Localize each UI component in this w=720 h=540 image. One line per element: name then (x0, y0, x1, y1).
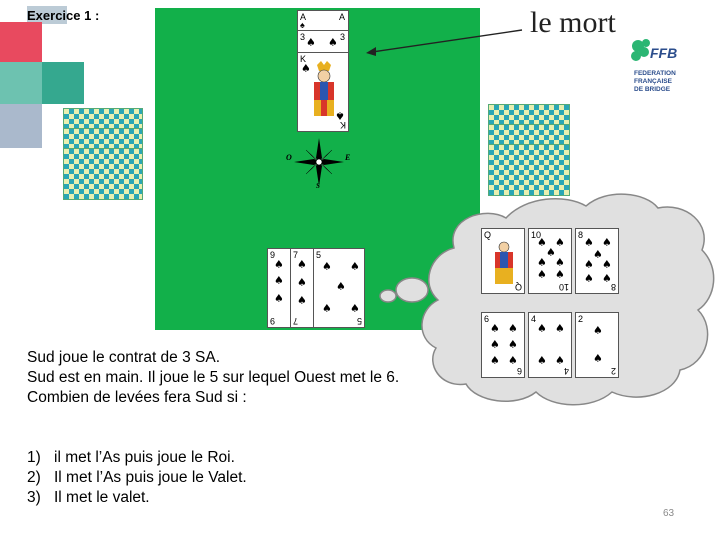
cloud-card-four: 4 ♠ ♠ ♠ ♠ 4 (528, 312, 572, 378)
card-back (63, 148, 143, 200)
spade-icon: ♠ (322, 261, 332, 272)
spade-icon: ♠ (508, 355, 518, 366)
ffb-logo-text: FEDERATION FRANÇAISE DE BRIDGE (634, 70, 676, 94)
spade-icon: ♠ (555, 257, 565, 268)
spade-icon: ♠ (306, 37, 316, 48)
compass-east: E (345, 153, 350, 162)
spade-icon: ♠ (555, 355, 565, 366)
spade-icon: ♠ (537, 323, 547, 334)
card-rank: 3 (300, 33, 305, 42)
cloud-card-queen: Q Q (481, 228, 525, 294)
spade-icon: ♠ (490, 323, 500, 334)
statement-line: Sud est en main. Il joue le 5 sur lequel… (27, 368, 399, 388)
card-rank-bottom: Q (515, 282, 522, 291)
spade-icon: ♠ (508, 323, 518, 334)
spade-icon: ♠ (322, 303, 332, 314)
card-rank: 8 (578, 231, 583, 240)
card-rank-bottom: K (340, 120, 346, 129)
cloud-card-ten: 10 ♠ ♠ ♠ ♠ ♠ ♠ ♠ 10 (528, 228, 572, 294)
spade-icon: ♠ (336, 281, 346, 292)
card-rank-bottom: 7 (293, 316, 298, 325)
card-rank: 2 (578, 315, 583, 324)
card-rank-bottom: 2 (611, 366, 616, 375)
statement-line: Combien de levées fera Sud si : (27, 388, 399, 408)
spade-icon: ♠ (602, 237, 612, 248)
dummy-arrow-icon (360, 20, 540, 60)
spade-icon: ♠ (274, 275, 284, 286)
spade-icon: ♠ (593, 353, 603, 364)
spade-icon: ♠ (537, 355, 547, 366)
card-rank-bottom: 8 (611, 282, 616, 291)
card-rank-right: A (339, 13, 345, 22)
svg-text:FFB: FFB (650, 45, 677, 61)
spade-icon: ♠ (350, 261, 360, 272)
spade-icon: ♠ (537, 269, 547, 280)
compass-south: S (316, 182, 320, 190)
question-item: 3)Il met le valet. (27, 488, 247, 508)
cloud-card-six: 6 ♠ ♠ ♠ ♠ ♠ ♠ 6 (481, 312, 525, 378)
card-rank-bottom: 10 (559, 282, 569, 291)
spade-icon: ♠ (555, 323, 565, 334)
card-rank: 4 (531, 315, 536, 324)
spade-icon: ♠ (274, 259, 284, 270)
spade-icon: ♠ (584, 259, 594, 270)
spade-icon: ♠ (508, 339, 518, 350)
ffb-text-line: FRANÇAISE (634, 78, 676, 86)
page-number: 63 (663, 508, 674, 519)
cloud-card-eight: 8 ♠ ♠ ♠ ♠ ♠ ♠ ♠ 8 (575, 228, 619, 294)
question-number: 3) (27, 488, 54, 508)
spade-icon: ♠ (297, 259, 307, 270)
queen-figure-icon (489, 237, 519, 287)
spade-icon: ♠ (593, 325, 603, 336)
question-number: 2) (27, 468, 54, 488)
spade-icon: ♠ (537, 257, 547, 268)
card-rank-suit: ♠ (300, 21, 305, 30)
dummy-label: le mort (530, 6, 616, 40)
ffb-text-line: FEDERATION (634, 70, 676, 78)
cloud-card-two: 2 ♠ ♠ 2 (575, 312, 619, 378)
spade-icon: ♠ (584, 237, 594, 248)
spade-icon: ♠ (490, 355, 500, 366)
question-item: 2)Il met l’As puis joue le Valet. (27, 468, 247, 488)
spade-icon: ♠ (490, 339, 500, 350)
south-card-3: 5 ♠ ♠ ♠ ♠ ♠ 5 (313, 248, 365, 328)
question-text: il met l’As puis joue le Roi. (54, 449, 235, 466)
question-text: Il met le valet. (54, 489, 150, 506)
spade-icon: ♠ (297, 295, 307, 306)
spade-icon: ♠ (555, 269, 565, 280)
card-rank-bottom: 9 (270, 316, 275, 325)
compass-rose-icon (286, 136, 352, 188)
spade-icon: ♠ (584, 273, 594, 284)
question-text: Il met l’As puis joue le Valet. (54, 469, 247, 486)
spade-icon: ♠ (350, 303, 360, 314)
card-rank-bottom: 4 (564, 366, 569, 375)
question-item: 1)il met l’As puis joue le Roi. (27, 448, 247, 468)
north-card-3: K ♠ ♠ K (297, 52, 349, 132)
deco-square-blue-gray (0, 104, 42, 148)
exercise-statement: Sud joue le contrat de 3 SA. Sud est en … (27, 348, 399, 408)
card-rank: 6 (484, 315, 489, 324)
card-rank-bottom: 5 (357, 316, 362, 325)
card-rank-right: 3 (340, 33, 345, 42)
deco-square-teal-light (0, 62, 42, 104)
deco-square-red (0, 22, 42, 62)
question-number: 1) (27, 448, 54, 468)
spade-icon: ♠ (274, 293, 284, 304)
statement-line: Sud joue le contrat de 3 SA. (27, 348, 399, 368)
deco-square-teal (42, 62, 84, 104)
question-list: 1)il met l’As puis joue le Roi. 2)Il met… (27, 448, 247, 508)
spade-icon: ♠ (602, 259, 612, 270)
card-rank-bottom: 6 (517, 366, 522, 375)
card-rank: 5 (316, 251, 321, 260)
ffb-text-line: DE BRIDGE (634, 86, 676, 94)
spade-icon: ♠ (328, 37, 338, 48)
spade-icon: ♠ (297, 277, 307, 288)
spade-icon: ♠ (555, 237, 565, 248)
exercise-title: Exercice 1 : (27, 8, 99, 23)
compass-west: O (286, 153, 292, 162)
